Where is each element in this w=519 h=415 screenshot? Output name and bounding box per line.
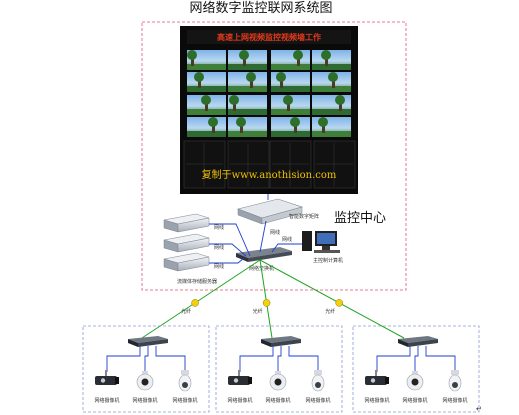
fiber-connector-icon: [262, 299, 271, 307]
network-camera-icon: [365, 370, 389, 385]
network-camera-icon: [406, 371, 424, 391]
fiber-link: 光纤: [253, 259, 273, 339]
control-pc: [302, 231, 340, 253]
pc-label: 主控制计算机: [313, 257, 343, 264]
wall-panel: [183, 140, 226, 189]
camera-site: 网络摄像机 网络摄像机 网络摄像机: [215, 325, 343, 413]
video-wall: 高速上网视频监控视频墙工作 复制于www.anothision.com: [180, 26, 358, 194]
camera-feed-screen: [187, 50, 226, 70]
camera-feed-screen: [187, 95, 226, 115]
video-wall-watermark: 复制于www.anothision.com: [202, 168, 337, 181]
network-camera-icon: [311, 370, 325, 392]
wall-panel: [269, 140, 312, 189]
camera-label: 网络摄像机: [94, 397, 119, 404]
camera-feed-screen: [228, 95, 267, 115]
cable-label-3: 网线: [214, 263, 224, 270]
camera-feed-screen: [312, 72, 351, 92]
storage-servers: [163, 213, 210, 272]
network-camera-icon: [269, 371, 287, 391]
cable-label-1: 网线: [214, 224, 224, 231]
camera-label: 网络摄像机: [364, 397, 389, 404]
wall-panel: [313, 140, 356, 189]
fiber-link: 光纤: [141, 259, 261, 339]
site-switch: [128, 336, 168, 347]
camera-feed-screen: [271, 72, 310, 92]
camera-feed-grid: [187, 50, 351, 137]
monitoring-center-label: 监控中心: [334, 211, 386, 226]
wall-lower-panels: [183, 140, 356, 189]
cable-label-2: 网线: [214, 244, 224, 251]
camera-label: 网络摄像机: [227, 397, 252, 404]
storage-server: [163, 233, 210, 253]
camera-label: 网络摄像机: [402, 397, 427, 404]
network-camera-icon: [178, 370, 192, 392]
network-camera-icon: [95, 370, 119, 385]
network-camera-icon: [228, 370, 252, 385]
camera-label: 网络摄像机: [265, 397, 290, 404]
fiber-label: 光纤: [181, 308, 191, 315]
camera-feed-screen: [187, 117, 226, 137]
camera-site: 网络摄像机 网络摄像机 网络摄像机: [82, 325, 210, 413]
center-cables: [209, 194, 302, 264]
fiber-connector-icon: [335, 299, 343, 307]
camera-feed-screen: [271, 117, 310, 137]
fiber-links: 光纤 光纤 光纤: [141, 259, 405, 339]
cable-label-5: 网线: [270, 229, 280, 236]
camera-feed-screen: [187, 72, 226, 92]
storage-server: [163, 213, 210, 233]
camera-label: 网络摄像机: [442, 397, 467, 404]
matrix-label: 智能数字矩阵: [289, 213, 319, 220]
camera-feed-screen: [312, 50, 351, 70]
fiber-connector-icon: [191, 299, 199, 307]
camera-feed-screen: [312, 95, 351, 115]
monitoring-center-boundary: [141, 21, 407, 291]
cable-label-4: 网线: [282, 236, 292, 243]
wall-panel: [227, 140, 270, 189]
fiber-link: 光纤: [259, 259, 405, 339]
video-wall-banner-bar: [187, 30, 351, 44]
network-camera-icon: [136, 371, 154, 391]
fiber-label: 光纤: [253, 308, 263, 315]
network-camera-icon: [448, 370, 462, 392]
camera-label: 网络摄像机: [132, 397, 157, 404]
camera-sites: 网络摄像机网络摄像机网络摄像机网络摄像机网络摄像机网络摄像机网络摄像机网络摄像机…: [82, 325, 480, 413]
camera-label: 网络摄像机: [305, 397, 330, 404]
camera-feed-screen: [312, 117, 351, 137]
fiber-label: 光纤: [325, 308, 335, 315]
diagram-title: 网络数字监控联网系统图: [189, 0, 332, 16]
camera-label: 网络摄像机: [172, 397, 197, 404]
storage-label: 流媒体存储服务器: [177, 278, 217, 285]
camera-feed-screen: [228, 117, 267, 137]
camera-feed-screen: [228, 50, 267, 70]
camera-site: 网络摄像机 网络摄像机 网络摄像机: [352, 325, 480, 413]
site-switch: [398, 336, 438, 347]
camera-feed-screen: [271, 50, 310, 70]
camera-feed-screen: [228, 72, 267, 92]
site-switch: [261, 336, 301, 347]
video-wall-banner: 高速上网视频监控视频墙工作: [217, 32, 321, 42]
return-mark: ↵: [476, 405, 482, 413]
camera-feed-screen: [271, 95, 310, 115]
storage-server: [163, 252, 210, 272]
digital-matrix: [236, 198, 304, 225]
